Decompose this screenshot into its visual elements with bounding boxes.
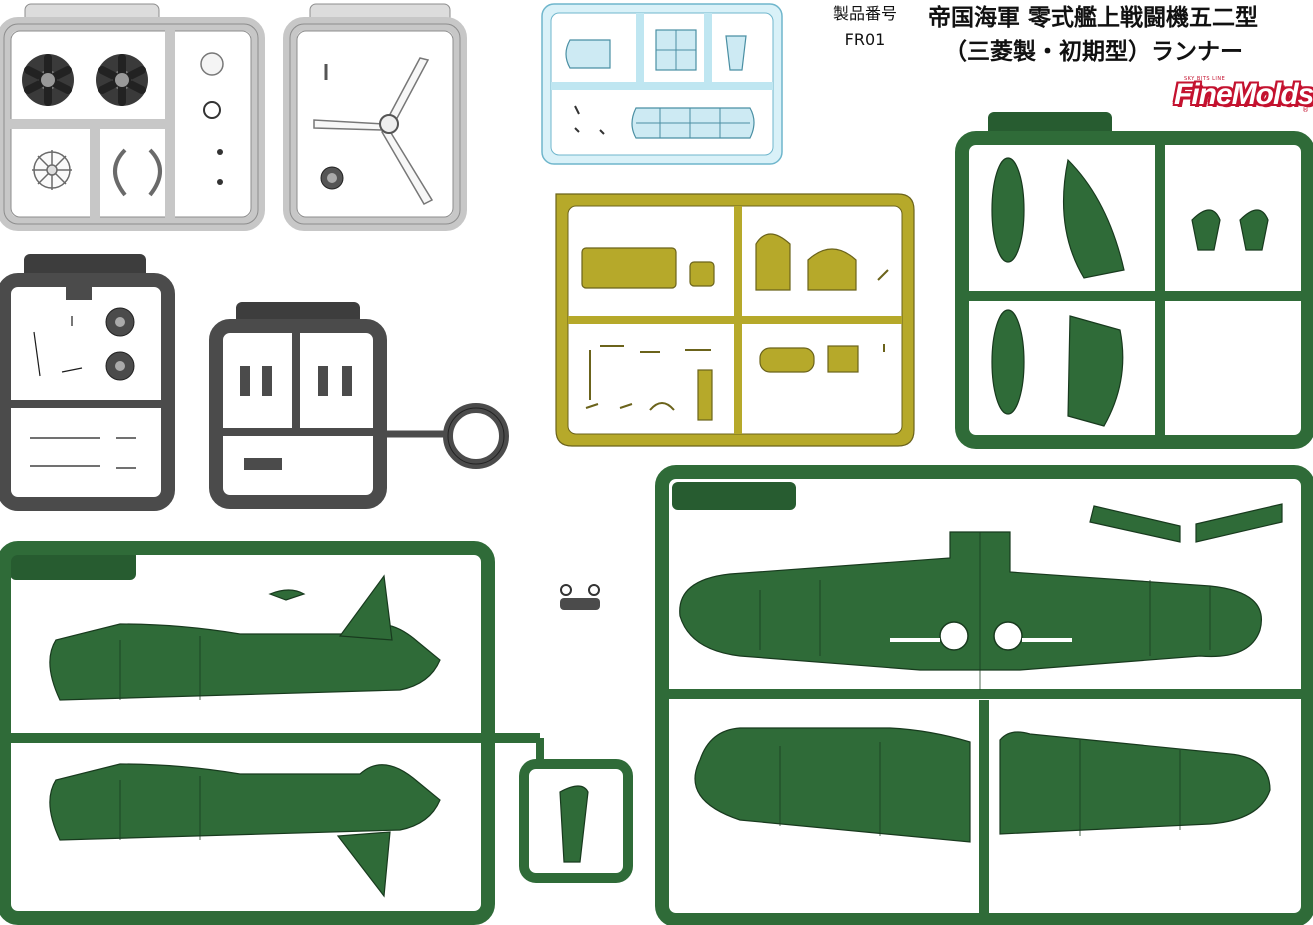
product-code-label: 製品番号 bbox=[832, 4, 897, 23]
product-title-line1: 帝国海軍 零式艦上戦闘機五二型 bbox=[928, 5, 1259, 31]
green-runner-fuselage bbox=[0, 541, 633, 925]
yellow-runner-cockpit bbox=[555, 193, 915, 447]
dark-runner-parts bbox=[209, 302, 509, 509]
product-code: FR01 bbox=[844, 30, 886, 49]
finemolds-logo: SKY BITS LINE FineMolds ® bbox=[1172, 76, 1313, 116]
logo-wordmark: FineMolds bbox=[1174, 78, 1313, 111]
logo-registered-mark: ® bbox=[1302, 106, 1309, 114]
logo-tagline: SKY BITS LINE bbox=[1184, 76, 1226, 82]
green-runner-drop-tanks bbox=[955, 112, 1313, 449]
green-runner-wings bbox=[655, 465, 1313, 925]
white-runner-propeller bbox=[283, 3, 467, 231]
clear-runner-canopy bbox=[541, 3, 783, 165]
small-part-connector bbox=[560, 584, 600, 610]
product-title-line2: （三菱製・初期型）ランナー bbox=[944, 39, 1243, 65]
dark-runner-wheels bbox=[0, 254, 175, 511]
white-runner-engine bbox=[0, 3, 265, 231]
